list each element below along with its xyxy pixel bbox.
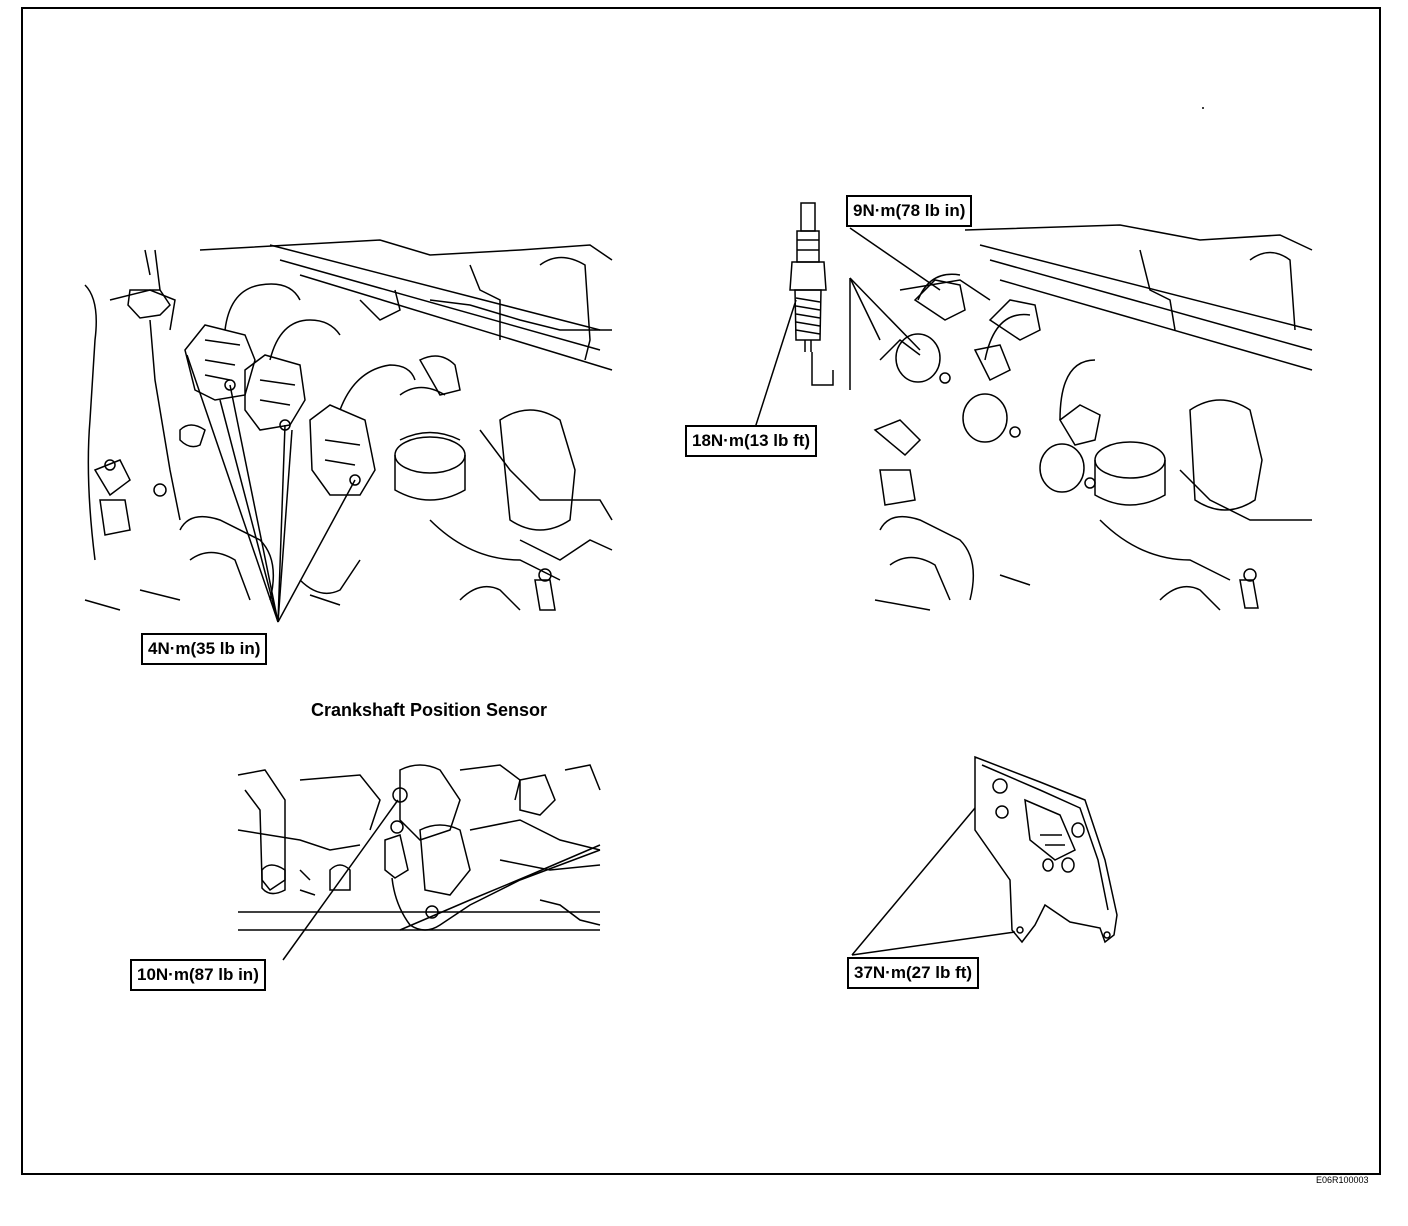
coil-connector-torque-label: 9N·m(78 lb in) <box>846 195 973 227</box>
crankshaft-sensor-caption: Crankshaft Position Sensor <box>311 700 548 720</box>
spark-plug-leader-lines <box>754 227 941 429</box>
ignition-coil-illustration <box>84 239 613 611</box>
bracket-illustration <box>974 755 1118 944</box>
bracket-leader-lines <box>851 807 1016 956</box>
coil-bolt-torque-label: 4N·m(35 lb in) <box>141 633 268 665</box>
spark-plug-illustration <box>789 202 834 386</box>
ckp-bolt-torque-label: 10N·m(87 lb in) <box>130 959 266 991</box>
engine-top-right-illustration <box>873 224 1313 611</box>
crankshaft-sensor-illustration <box>237 764 601 931</box>
ckp-leader-line <box>282 799 399 961</box>
bracket-bolt-torque-label: 37N·m(27 lb ft) <box>847 957 980 989</box>
page-frame <box>21 7 1381 1175</box>
coil-bolt-leader-lines <box>186 354 356 623</box>
figure-id: E06R100003 <box>1316 1175 1369 1185</box>
spark-plug-torque-label: 18N·m(13 lb ft) <box>685 425 818 457</box>
